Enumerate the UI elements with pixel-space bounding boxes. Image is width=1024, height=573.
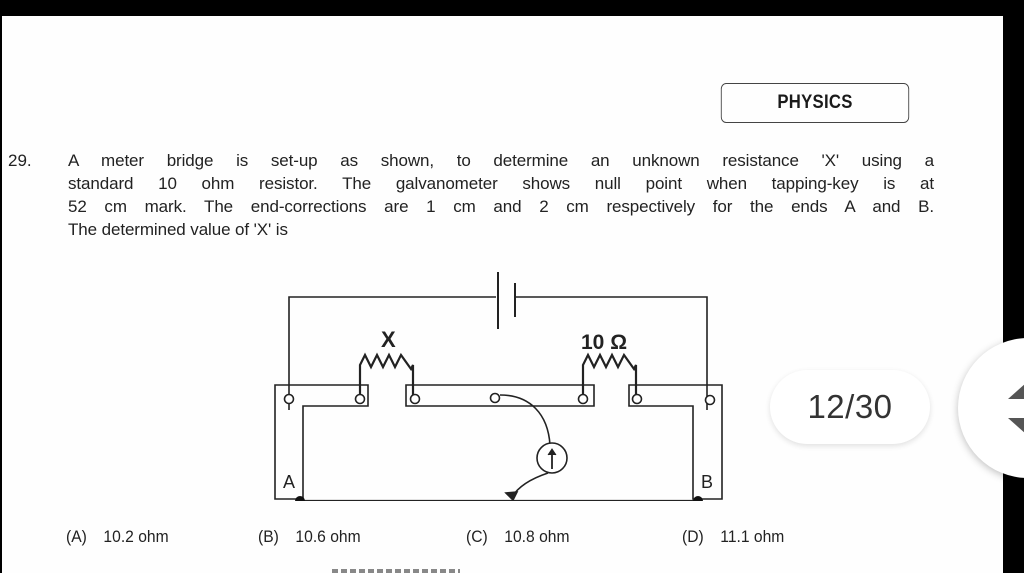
option-letter: (C): [466, 527, 488, 546]
page-counter: 12/30: [770, 370, 930, 444]
option-value: 10.6 ohm: [295, 527, 361, 546]
unknown-resistor-label: X: [381, 327, 396, 352]
end-b-dot: [693, 496, 703, 501]
option-letter: (A): [66, 527, 87, 546]
meter-bridge-diagram: X 10 Ω A B: [274, 272, 723, 501]
subject-text: PHYSICS: [777, 92, 853, 113]
question-line: standard 10 ohm resistor. The galvanomet…: [68, 174, 934, 193]
question-line: The determined value of 'X' is: [68, 220, 288, 239]
subject-label: PHYSICS: [720, 83, 910, 123]
end-a-label: A: [283, 472, 295, 492]
option-letter: (D): [682, 527, 704, 546]
option-value: 10.8 ohm: [504, 527, 570, 546]
question-line: A meter bridge is set-up as shown, to de…: [68, 151, 934, 170]
arrow-down-icon: [1008, 418, 1024, 434]
question-number: 29.: [8, 151, 32, 170]
option-value: 11.1 ohm: [720, 527, 785, 546]
option-letter: (B): [258, 527, 279, 546]
option-d[interactable]: (D) 11.1 ohm: [682, 527, 784, 547]
cut-off-text: [332, 569, 460, 573]
question-text: A meter bridge is set-up as shown, to de…: [68, 149, 934, 241]
document-page: PHYSICS 29. A meter bridge is set-up as …: [2, 16, 1003, 573]
known-resistor-label: 10 Ω: [581, 331, 627, 354]
option-value: 10.2 ohm: [103, 527, 169, 546]
question-line: 52 cm mark. The end-corrections are 1 cm…: [68, 197, 934, 216]
page-counter-text: 12/30: [807, 388, 893, 425]
arrow-up-icon: [1008, 383, 1024, 399]
option-c[interactable]: (C) 10.8 ohm: [466, 527, 570, 547]
answer-options: (A) 10.2 ohm (B) 10.6 ohm (C) 10.8 ohm (D) 1…: [2, 527, 1003, 553]
end-b-label: B: [701, 472, 713, 492]
option-b[interactable]: (B) 10.6 ohm: [258, 527, 361, 547]
end-a-dot: [295, 496, 305, 501]
option-a[interactable]: (A) 10.2 ohm: [66, 527, 169, 547]
